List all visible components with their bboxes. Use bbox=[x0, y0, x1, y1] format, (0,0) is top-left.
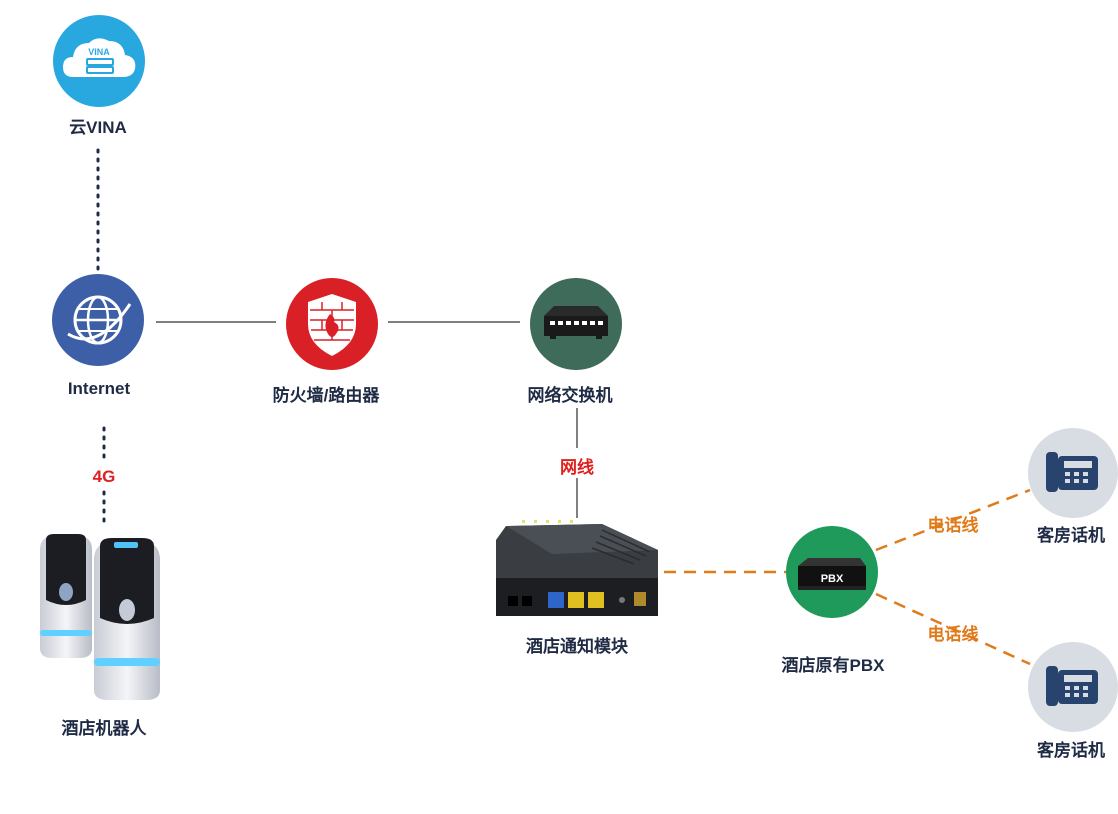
link-label-cable: 网线 bbox=[560, 458, 594, 477]
link-pbx-phone-bottom bbox=[875, 592, 1031, 666]
link-pbx-phone-top bbox=[875, 488, 1031, 552]
robot-image bbox=[40, 534, 160, 700]
cloud-badge: VINA bbox=[88, 47, 110, 57]
pbx-badge: PBX bbox=[821, 573, 844, 585]
router-device-image bbox=[496, 520, 658, 616]
link-label-phone-line-bottom: 电话线 bbox=[927, 625, 979, 644]
pbx-label: 酒店原有PBX bbox=[781, 656, 885, 675]
robot-label: 酒店机器人 bbox=[61, 719, 147, 738]
pbx-icon: PBX bbox=[786, 526, 878, 618]
switch-label: 网络交换机 bbox=[527, 386, 613, 405]
internet-label: Internet bbox=[67, 379, 131, 398]
link-label-phone-line-top: 电话线 bbox=[927, 516, 979, 535]
phone-top-label: 客房话机 bbox=[1037, 526, 1105, 545]
link-label-4g: 4G bbox=[92, 467, 116, 486]
phone-icon-bottom bbox=[1028, 642, 1118, 732]
switch-icon bbox=[530, 278, 622, 370]
cloud-label: 云VINA bbox=[69, 118, 127, 137]
cloud-icon: VINA bbox=[53, 15, 145, 107]
globe-icon bbox=[52, 274, 144, 366]
module-label: 酒店通知模块 bbox=[526, 637, 628, 656]
shield-icon bbox=[286, 278, 378, 370]
phone-icon-top bbox=[1028, 428, 1118, 518]
firewall-label: 防火墙/路由器 bbox=[272, 386, 380, 405]
phone-bottom-label: 客房话机 bbox=[1037, 741, 1105, 760]
